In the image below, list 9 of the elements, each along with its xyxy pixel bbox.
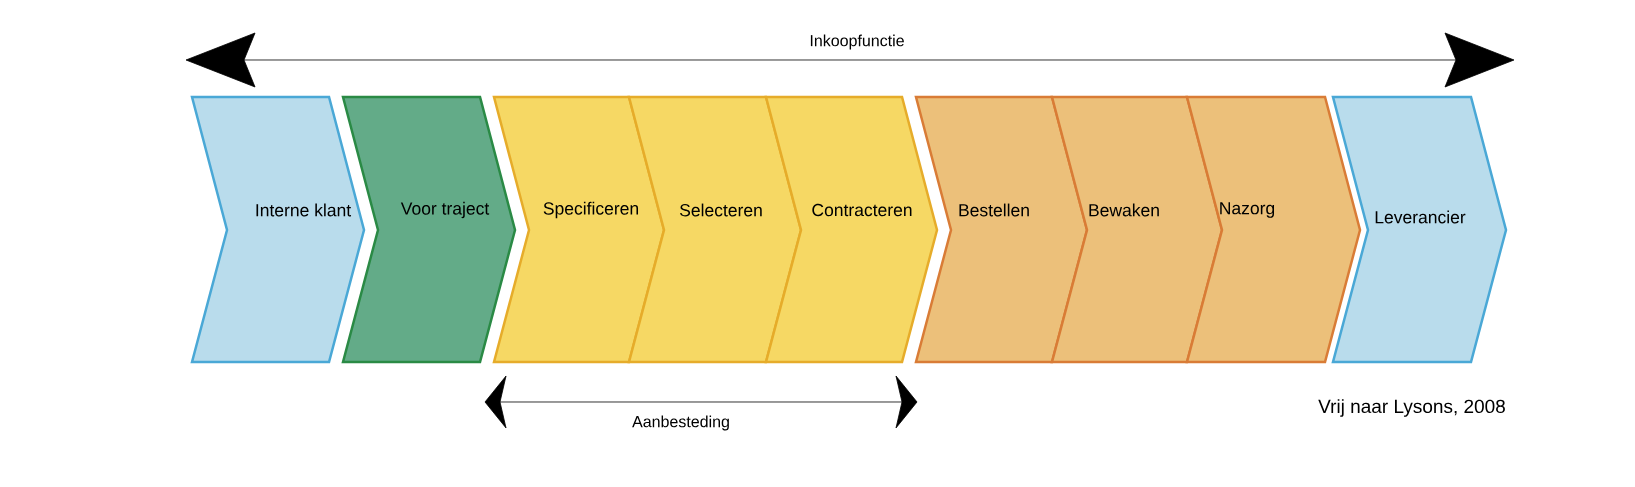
span-label: Aanbesteding bbox=[629, 415, 733, 431]
process-step: Contracteren bbox=[764, 95, 939, 364]
span-label: Inkoopfunctie bbox=[806, 34, 908, 50]
process-step: Leverancier bbox=[1331, 95, 1508, 364]
process-step: Bestellen bbox=[914, 95, 1089, 364]
process-step: Interne klant bbox=[190, 95, 366, 364]
source-note: Vrij naar Lysons, 2008 bbox=[1315, 399, 1509, 417]
process-step: Specificeren bbox=[492, 95, 666, 364]
process-step: Nazorg bbox=[1185, 95, 1362, 364]
